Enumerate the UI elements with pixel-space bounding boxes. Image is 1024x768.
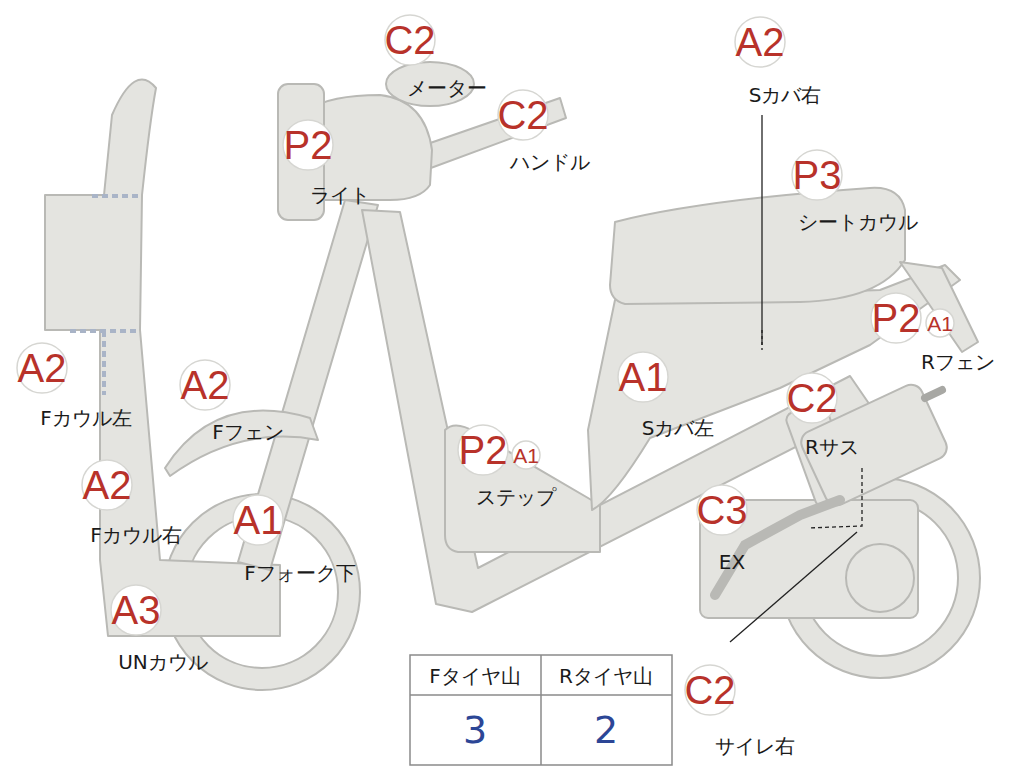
- condition-code: A1: [618, 352, 668, 402]
- seat: [610, 188, 905, 304]
- badge-outline: [233, 495, 283, 545]
- condition-code: A2: [17, 343, 67, 393]
- damage-badge: P3シートカウル: [792, 150, 842, 200]
- part-name: Sカバ左: [642, 417, 715, 439]
- damage-badge: A2Fカウル右: [82, 460, 132, 510]
- part-name: メーター: [407, 77, 487, 99]
- table-value: 2: [594, 710, 618, 752]
- leader-line: [730, 532, 857, 642]
- part-name: Sカバ右: [749, 84, 822, 106]
- damage-badge: A3UNカウル: [111, 585, 161, 635]
- damage-badge: C2ハンドル: [498, 90, 548, 140]
- table-rule: [540, 655, 542, 765]
- damage-badge: A2Sカバ右: [735, 17, 785, 67]
- badge-outline: [17, 343, 67, 393]
- condition-code: P2: [458, 425, 508, 475]
- front-fender: [165, 411, 318, 476]
- leader-line: [761, 115, 762, 345]
- part-name: Fフェン: [212, 421, 284, 443]
- condition-code: P2: [283, 120, 333, 170]
- table-value: 3: [463, 710, 487, 752]
- cowl-seam: [92, 194, 140, 198]
- damage-badge: A1Sカバ左: [618, 352, 668, 402]
- condition-code: A1: [233, 495, 283, 545]
- damage-badge: A1: [926, 309, 954, 337]
- damage-badge: C3EX: [697, 485, 747, 535]
- condition-code: P3: [792, 150, 842, 200]
- condition-code: C2: [685, 665, 735, 715]
- damage-badge: A2Fフェン: [180, 360, 230, 410]
- badge-outline: [498, 90, 548, 140]
- badge-outline: [283, 120, 333, 170]
- damage-badge: A2Fカウル左: [17, 343, 67, 393]
- condition-code: P2: [871, 293, 921, 343]
- condition-code: A1: [512, 441, 540, 469]
- muffler-tip: [925, 390, 942, 398]
- damage-badge: C2サイレ右: [685, 665, 735, 715]
- tread-table: [410, 655, 672, 765]
- damage-badge: P2Rフェン: [871, 293, 921, 343]
- table-header: Rタイヤ山: [559, 665, 653, 687]
- table-header: Fタイヤ山: [429, 665, 521, 687]
- badge-outline: [697, 485, 747, 535]
- part-name: Fフォーク下: [244, 562, 356, 584]
- damage-badge: P2ライト: [283, 120, 333, 170]
- step-board: [445, 425, 600, 552]
- rear-hub: [846, 544, 914, 612]
- condition-code: A2: [180, 360, 230, 410]
- condition-code: A2: [82, 460, 132, 510]
- cowl-seam: [102, 331, 106, 395]
- part-name: Fカウル右: [90, 524, 182, 546]
- badge-outline: [926, 309, 954, 337]
- badge-outline: [685, 665, 735, 715]
- condition-code: C2: [498, 90, 548, 140]
- badge-outline: [385, 15, 435, 65]
- condition-code: C2: [385, 15, 435, 65]
- condition-code: A3: [111, 585, 161, 635]
- part-name: ライト: [310, 184, 370, 206]
- damage-badge: A1Fフォーク下: [233, 495, 283, 545]
- condition-code: A1: [926, 309, 954, 337]
- damage-badge: C2メーター: [385, 15, 435, 65]
- condition-code: C3: [697, 485, 747, 535]
- badge-outline: [180, 360, 230, 410]
- part-name: Rフェン: [921, 351, 995, 373]
- part-name: EX: [719, 551, 745, 573]
- condition-code: A2: [735, 17, 785, 67]
- part-name: シートカウル: [798, 211, 918, 233]
- condition-code: C2: [787, 373, 837, 423]
- badge-outline: [82, 460, 132, 510]
- badge-outline: [792, 150, 842, 200]
- badge-outline: [512, 441, 540, 469]
- badge-outline: [111, 585, 161, 635]
- badge-outline: [787, 373, 837, 423]
- part-name: UNカウル: [118, 651, 208, 673]
- part-name: ステップ: [476, 486, 556, 508]
- part-name: Fカウル左: [40, 407, 132, 429]
- part-name: ハンドル: [510, 151, 590, 173]
- badge-outline: [871, 293, 921, 343]
- leader-line: [761, 330, 762, 350]
- part-name: Rサス: [805, 436, 859, 458]
- damage-badge: A1: [512, 441, 540, 469]
- badge-outline: [618, 352, 668, 402]
- damage-badge: P2ステップ: [458, 425, 508, 475]
- damage-badge: C2Rサス: [787, 373, 837, 423]
- leader-line: [808, 468, 862, 528]
- part-name: サイレ右: [715, 735, 795, 757]
- badge-outline: [458, 425, 508, 475]
- badge-outline: [735, 17, 785, 67]
